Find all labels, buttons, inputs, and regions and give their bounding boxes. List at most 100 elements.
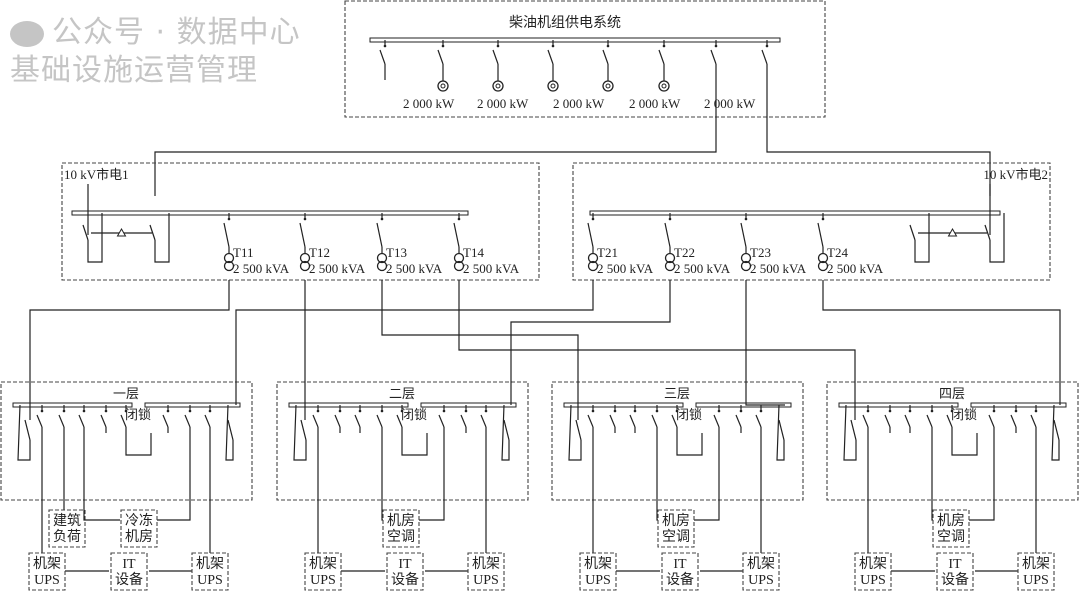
diesel-busbar [369, 37, 781, 43]
contact [338, 409, 342, 413]
contact [484, 409, 488, 413]
feeder-T24 [822, 280, 1061, 405]
generator-rating: 2 000 kW [553, 96, 605, 111]
transformer-icon [740, 252, 752, 264]
contact [759, 409, 763, 413]
crac-box-label: 空调 [937, 529, 965, 545]
generator-icon [547, 80, 559, 92]
switch-icon [547, 49, 554, 65]
transformer-name: T11 [233, 245, 253, 260]
it-equipment-box-label: 设备 [115, 571, 143, 588]
it-equipment-box-label: 设备 [666, 571, 694, 588]
contact [591, 217, 595, 221]
generator-rating: 2 000 kW [629, 96, 681, 111]
switch-icon [988, 414, 995, 428]
contact [208, 409, 212, 413]
transformer-rating: 2 500 kVA [309, 261, 366, 276]
transformer-rating: 2 500 kVA [674, 261, 731, 276]
feeder-crac [969, 433, 995, 521]
generator-icon [440, 83, 446, 89]
transformer-icon [740, 260, 752, 272]
diesel-system-box [344, 0, 826, 118]
contact [104, 409, 108, 413]
contact [496, 44, 500, 48]
floor-busbar [695, 402, 792, 408]
incoming-loop [914, 213, 930, 263]
crac-box-label: 机房 [387, 513, 415, 529]
contact [551, 44, 555, 48]
rack-ups-box-label: 机架 [309, 556, 337, 572]
switch-icon [223, 222, 230, 248]
feeder-crac [656, 433, 658, 521]
switch-icon [713, 414, 720, 428]
switch-icon [602, 49, 609, 65]
switch-icon [658, 49, 665, 65]
rack-ups-box [28, 552, 66, 591]
crac-box-label: 空调 [662, 529, 690, 545]
switch-icon [227, 419, 234, 441]
rack-ups-box-label: UPS [585, 573, 611, 588]
switch-icon [984, 224, 991, 241]
contact [744, 217, 748, 221]
building-load-box-label: 负荷 [53, 529, 81, 545]
transformer-rating: 2 500 kVA [597, 261, 654, 276]
transformer-name: T13 [386, 245, 407, 260]
switch-icon [735, 414, 742, 428]
contact [464, 409, 468, 413]
switch-icon [78, 414, 85, 428]
switch-icon [379, 49, 386, 65]
transformer-rating: 2 500 kVA [463, 261, 520, 276]
feeder-crac [694, 433, 720, 521]
interlock-icon [947, 227, 958, 237]
chiller-room-box [120, 509, 158, 548]
switch-icon [162, 414, 169, 428]
feeder-chiller [157, 433, 191, 521]
generator-icon [602, 80, 614, 92]
floor-title: 四层 [939, 386, 965, 401]
transformer-icon [664, 260, 676, 272]
switch-icon [862, 414, 869, 428]
transformer-icon [299, 252, 311, 264]
switch-icon [480, 414, 487, 428]
rack-ups-box-label: 机架 [472, 556, 500, 572]
generator-icon [605, 83, 611, 89]
it-equipment-box-label: IT [398, 557, 412, 572]
switch-icon [82, 224, 89, 241]
rack-ups-box-label: UPS [860, 573, 886, 588]
feeder-crac [381, 433, 383, 521]
rack-ups-box-label: UPS [748, 573, 774, 588]
switch-icon [396, 414, 403, 428]
contact [739, 409, 743, 413]
contact [992, 409, 996, 413]
contact [930, 409, 934, 413]
incoming-loop [87, 213, 103, 263]
contact [82, 409, 86, 413]
floor-box [0, 381, 253, 501]
contact [1014, 409, 1018, 413]
switch-icon [609, 414, 616, 428]
feeder-T23 [745, 280, 785, 406]
diesel-feeder-2 [766, 70, 991, 196]
rack-ups-box-label: UPS [473, 573, 499, 588]
transformer-rating: 2 500 kVA [386, 261, 443, 276]
switch-icon [755, 414, 762, 428]
transformer-icon [587, 252, 599, 264]
switch-icon [460, 414, 467, 428]
switch-icon [651, 414, 658, 428]
switch-icon [438, 414, 445, 428]
feeder-crac [419, 433, 445, 521]
transformer-rating: 2 500 kVA [750, 261, 807, 276]
floor-busbar [420, 402, 517, 408]
contact [613, 409, 617, 413]
switch-icon [120, 414, 127, 428]
floor-busbar [563, 402, 684, 408]
generator-icon [492, 80, 504, 92]
contact [457, 217, 461, 221]
contact [675, 409, 679, 413]
contact [655, 409, 659, 413]
rack-ups-box [854, 552, 892, 591]
contact [400, 409, 404, 413]
diesel-system-title: 柴油机组供电系统 [509, 15, 621, 31]
mv-substation-box [61, 162, 540, 281]
rack-ups-box [1017, 552, 1055, 591]
